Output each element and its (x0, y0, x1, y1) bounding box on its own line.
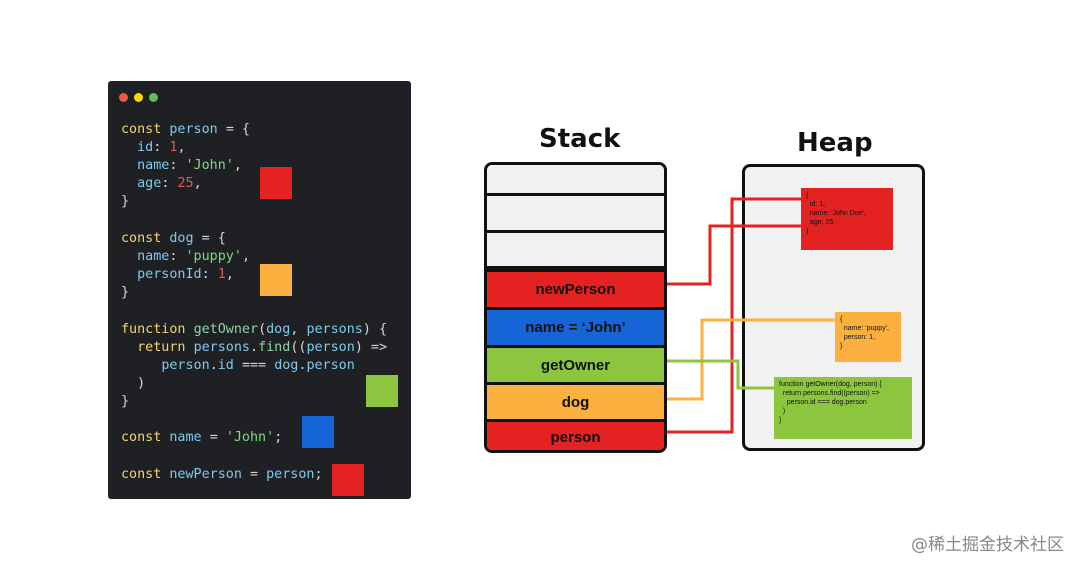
person-reference-line (667, 197, 801, 434)
code-line: const newPerson = person; (121, 467, 323, 482)
code-line: } (121, 394, 130, 409)
code-line: id: 1, (137, 140, 186, 155)
dog-color-marker (260, 264, 292, 296)
stack-slot-dog: dog (487, 382, 664, 419)
code-line: } (121, 285, 130, 300)
stack-slot-label: name = ‘John’ (525, 319, 626, 336)
code-line: return persons.find((person) => (137, 340, 388, 355)
code-editor-window: const person = { id: 1, name: 'John', ag… (108, 81, 411, 499)
stack-empty-slot (487, 233, 664, 269)
heap-title: Heap (797, 128, 873, 158)
heap-object-dog: { name: 'puppy', person: 1, } (835, 312, 901, 362)
code-line: ) (137, 376, 146, 391)
close-dot-icon[interactable] (119, 93, 128, 102)
name-color-marker (302, 416, 334, 448)
code-line: person.id === dog.person (161, 358, 355, 373)
code-line: age: 25, (137, 176, 202, 191)
person-color-marker (260, 167, 292, 199)
newperson-reference-line (667, 224, 801, 286)
newperson-color-marker (332, 464, 364, 496)
code-line: const person = { (121, 122, 250, 137)
heap-object-getowner: function getOwner(dog, person) { return … (774, 377, 912, 439)
stack-slot-label: newPerson (535, 281, 616, 298)
maximize-dot-icon[interactable] (149, 93, 158, 102)
stack-slot-getowner: getOwner (487, 345, 664, 382)
stack-slot-label: dog (561, 393, 590, 411)
stack-empty-slot (487, 196, 664, 233)
code-line: personId: 1, (137, 267, 234, 282)
code-line: name: 'puppy', (137, 249, 250, 264)
getowner-reference-line (667, 359, 774, 390)
stack-title: Stack (539, 124, 621, 154)
code-line: } (121, 194, 130, 209)
minimize-dot-icon[interactable] (134, 93, 143, 102)
heap-object-person: { id: 1, name: 'John Doe', age: 25, } (801, 188, 893, 250)
code-line: const dog = { (121, 231, 226, 246)
stack-slot-label: person (550, 429, 601, 446)
stack-slot-name: name = ‘John’ (487, 307, 664, 345)
stack-empty-slot (487, 165, 664, 196)
watermark: @稀土掘金技术社区 (911, 535, 1064, 555)
getowner-color-marker (366, 375, 398, 407)
code-line: name: 'John', (137, 158, 242, 173)
stack-slot-newperson: newPerson (487, 269, 664, 307)
code-line: const name = 'John'; (121, 430, 283, 445)
window-controls (119, 93, 158, 102)
stack-container: newPerson name = ‘John’ getOwner dog per… (484, 162, 667, 453)
stack-slot-label: getOwner (540, 356, 611, 374)
code-line: function getOwner(dog, persons) { (121, 322, 388, 337)
stack-slot-person: person (487, 419, 664, 450)
